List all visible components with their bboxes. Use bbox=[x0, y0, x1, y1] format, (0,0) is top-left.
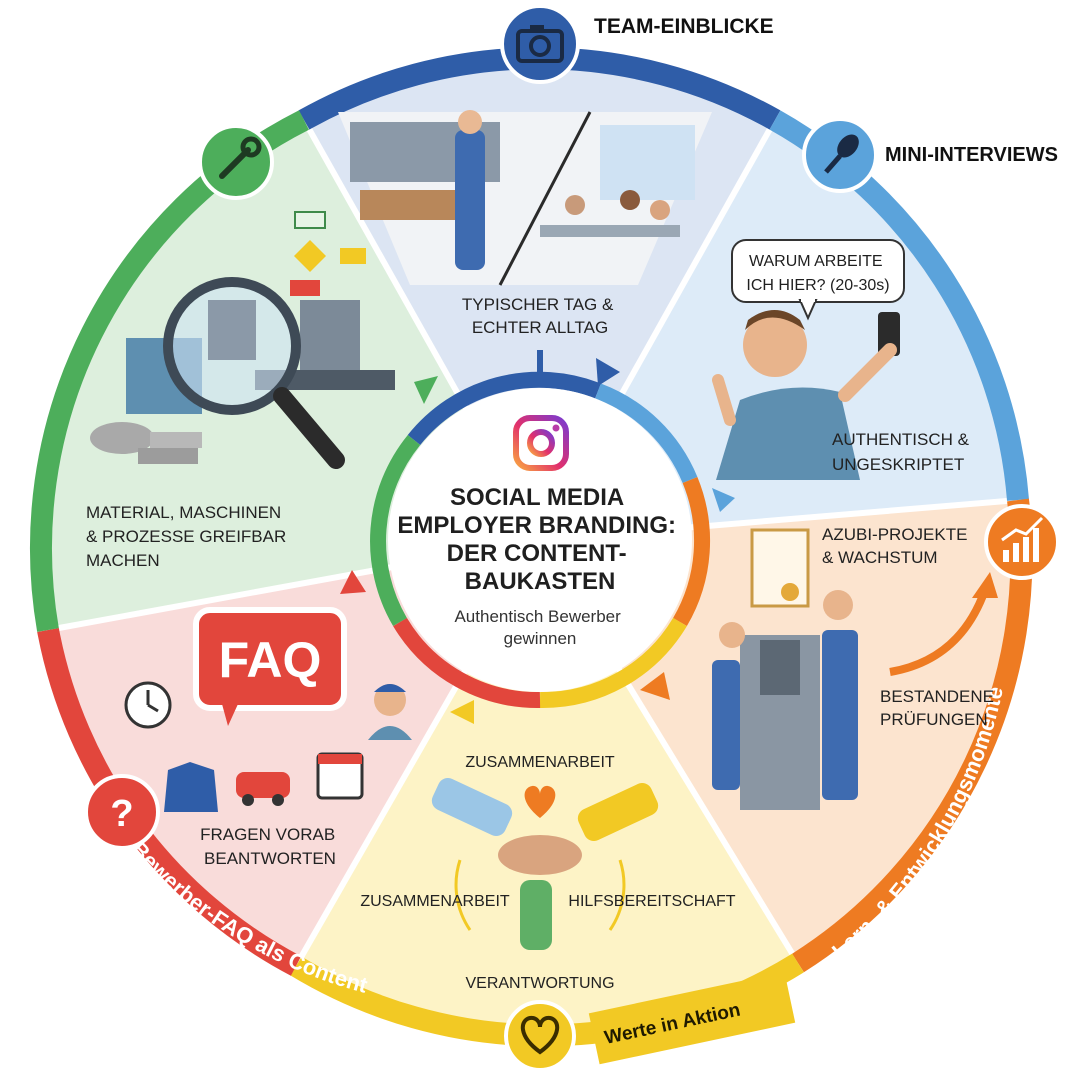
instagram-icon bbox=[513, 415, 569, 471]
speech-bubble: WARUM ARBEITE ICH HIER? (20-30s) bbox=[731, 239, 905, 321]
values-label-bottom: VERANTWORTUNG bbox=[465, 975, 614, 992]
interviews-segment: MINI-INTERVIEWS WARUM ARBEITE ICH HIER? … bbox=[712, 117, 1058, 480]
inner-arrow-ring bbox=[370, 371, 711, 709]
svg-text:?: ? bbox=[110, 793, 133, 835]
heart-icon bbox=[504, 1000, 576, 1072]
center-title: SOCIAL MEDIA EMPLOYER BRANDING: DER CONT… bbox=[397, 484, 682, 595]
interviews-caption: AUTHENTISCH & UNGESKRIPTET bbox=[832, 430, 974, 474]
small-heart-icon bbox=[524, 785, 556, 818]
values-label-right: HILFSBEREITSCHAFT bbox=[568, 893, 735, 910]
flowchart-illustration bbox=[290, 211, 366, 296]
team-title: TEAM-EINBLICKE bbox=[594, 15, 774, 38]
center-panel: SOCIAL MEDIA EMPLOYER BRANDING: DER CONT… bbox=[388, 388, 692, 692]
values-label-top: ZUSAMMENARBEIT bbox=[465, 754, 615, 771]
growth-arrow-head bbox=[972, 572, 998, 598]
worker-avatar-icon bbox=[368, 684, 412, 740]
metal-bars-illustration bbox=[90, 422, 202, 464]
growth-caption-exams: BESTANDENE PRÜFUNGEN bbox=[880, 687, 999, 729]
hands-illustration bbox=[431, 777, 659, 950]
team-caption: TYPISCHER TAG & ECHTER ALLTAG bbox=[462, 295, 618, 337]
material-segment: MATERIAL, MASCHINEN & PROZESSE GREIFBAR … bbox=[86, 124, 395, 570]
faq-bubble: FAQ bbox=[193, 607, 347, 726]
faq-caption: FRAGEN VORAB BEANTWORTEN bbox=[200, 825, 340, 868]
calendar-icon bbox=[316, 752, 364, 800]
interviews-title: MINI-INTERVIEWS bbox=[885, 144, 1058, 166]
jacket-icon bbox=[164, 762, 218, 812]
car-icon bbox=[236, 772, 290, 806]
connector-arrows bbox=[340, 350, 735, 724]
clock-icon bbox=[124, 681, 172, 729]
values-label-left: ZUSAMMENARBEIT bbox=[360, 893, 510, 910]
apprentices-illustration bbox=[712, 590, 858, 810]
growth-arrow bbox=[889, 588, 989, 676]
svg-text:WARUM ARBEITE ICH HIER: WARUM ARBEITE ICH HIER? (20-30s) bbox=[746, 253, 889, 294]
center-subtitle: Authentisch Bewerber gewinnen bbox=[454, 607, 625, 648]
team-illustration bbox=[338, 110, 712, 286]
question-icon: ? bbox=[84, 774, 160, 850]
wrench-icon bbox=[198, 124, 274, 200]
material-caption: MATERIAL, MASCHINEN & PROZESSE GREIFBAR … bbox=[86, 503, 291, 570]
camera-icon bbox=[500, 4, 580, 84]
growth-segment: AZUBI-PROJEKTE & WACHSTUM BESTANDENE PRÜ… bbox=[712, 504, 1060, 810]
growth-chart-icon bbox=[984, 504, 1060, 580]
magnifier-icon bbox=[163, 277, 345, 469]
selfie-person-illustration bbox=[712, 310, 900, 480]
certificate-illustration bbox=[750, 528, 810, 608]
svg-text:FAQ: FAQ bbox=[219, 632, 322, 688]
growth-caption-projects: AZUBI-PROJEKTE & WACHSTUM bbox=[822, 525, 972, 567]
team-segment: TEAM-EINBLICKE TYPISCHER TAG & ECHTER AL… bbox=[338, 4, 774, 337]
microphone-icon bbox=[802, 117, 878, 193]
faq-segment: FAQ FRAGEN VORAB BEANTWORTEN bbox=[84, 607, 412, 868]
